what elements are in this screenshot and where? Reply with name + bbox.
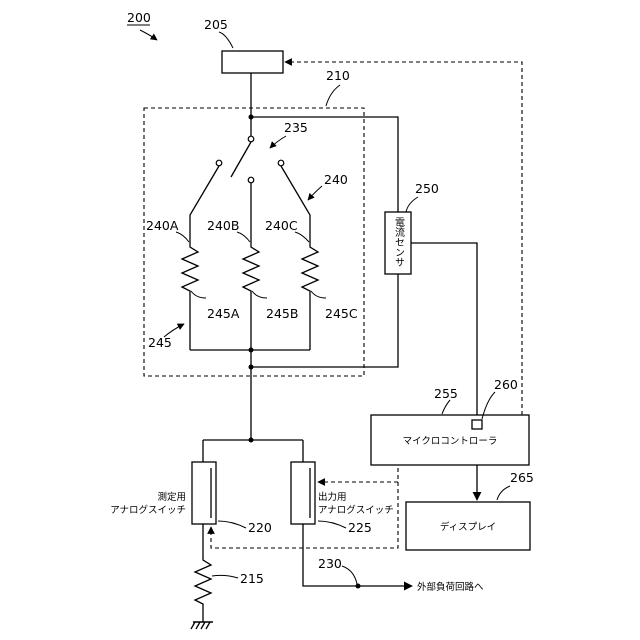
ref-230: 230	[318, 556, 342, 571]
ref-260: 260	[494, 377, 518, 392]
mc-port	[472, 420, 482, 429]
ref-250: 250	[415, 181, 439, 196]
output-analog-switch: 出力用 アナログスイッチ 225	[291, 462, 394, 535]
display-label: ディスプレイ	[440, 521, 496, 533]
ref-245a: 245A	[207, 306, 240, 321]
ref-255: 255	[434, 386, 458, 401]
output-switch-label-2: アナログスイッチ	[318, 504, 394, 516]
ref-225: 225	[348, 520, 372, 535]
ref-240a: 240A	[146, 218, 179, 233]
current-sensor-label: 電流センサ	[393, 217, 405, 267]
ref-220: 220	[248, 520, 272, 535]
ref-210: 210	[326, 68, 350, 83]
measure-switch-label-2: アナログスイッチ	[110, 504, 186, 516]
current-sensor: 電流センサ 250	[385, 181, 439, 274]
top-controller-block: 205	[204, 17, 283, 73]
ref-235: 235	[284, 120, 308, 135]
ref-205: 205	[204, 17, 228, 32]
ref-245c: 245C	[325, 306, 358, 321]
ref-245: 245	[148, 335, 172, 350]
measure-switch-label-1: 測定用	[157, 491, 186, 503]
output-switch-label-1: 出力用	[318, 491, 347, 503]
ref-215: 215	[240, 571, 264, 586]
ref-240b: 240B	[207, 218, 239, 233]
measure-analog-switch: 測定用 アナログスイッチ 220	[110, 462, 272, 535]
microcontroller: マイクロコントローラ 255 260	[371, 377, 529, 465]
ref-240c: 240C	[265, 218, 298, 233]
display: ディスプレイ 265	[406, 470, 534, 550]
external-load-label: 外部負荷回路へ	[417, 581, 484, 593]
microcontroller-label: マイクロコントローラ	[403, 436, 498, 447]
rotary-switch: 235	[216, 120, 308, 183]
ground-resistor	[195, 524, 211, 622]
ref-240: 240	[324, 172, 348, 187]
figure-reference: 200	[127, 10, 157, 40]
ground-symbol	[191, 622, 213, 629]
ref-245b: 245B	[266, 306, 298, 321]
ref-265: 265	[510, 470, 534, 485]
switch-unit-box	[144, 108, 364, 376]
figure-number: 200	[127, 10, 151, 25]
